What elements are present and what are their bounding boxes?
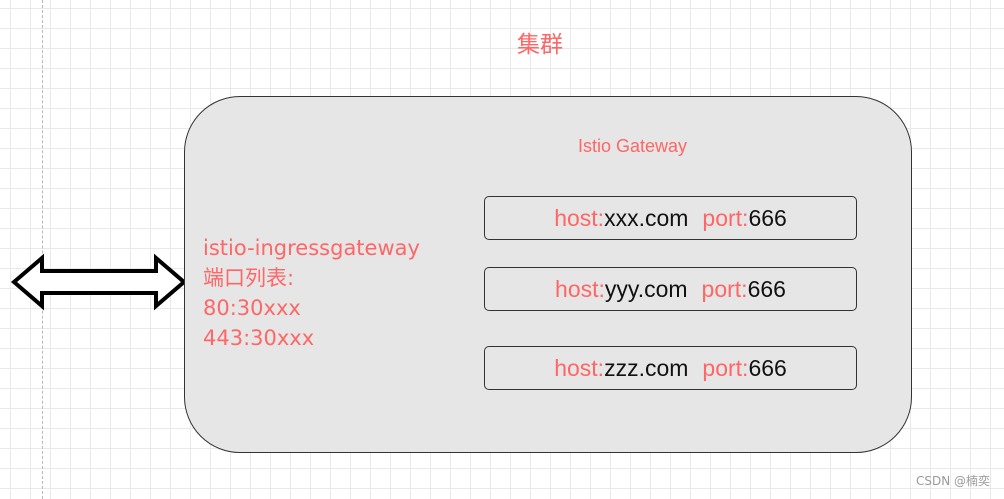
port-key: port: — [701, 275, 748, 302]
gateway-title: Istio Gateway — [577, 136, 688, 156]
double-headed-arrow-icon — [10, 253, 188, 311]
port-key: port: — [702, 204, 749, 231]
cluster-title: 集群 — [517, 32, 563, 58]
host-value: yyy.com — [604, 275, 688, 302]
port-mapping-80: 80:30xxx — [203, 296, 301, 320]
watermark: CSDN @楠奕 — [915, 474, 990, 488]
ingress-gateway-label: istio-ingressgateway 端口列表: 80:30xxx 443:… — [203, 233, 463, 353]
ports-label: 端口列表: — [203, 266, 295, 290]
port-value: 666 — [747, 275, 786, 302]
dashed-boundary-line — [42, 0, 43, 499]
port-value: 666 — [748, 204, 787, 231]
host-key: host: — [555, 275, 605, 302]
host-key: host: — [554, 204, 605, 231]
host-box-yyy: host:yyy.com port:666 — [484, 267, 857, 311]
host-value: xxx.com — [604, 204, 689, 231]
host-box-xxx: host:xxx.com port:666 — [484, 196, 857, 240]
port-value: 666 — [748, 354, 787, 381]
host-box-zzz: host:zzz.com port:666 — [484, 346, 857, 390]
ingress-name: istio-ingressgateway — [203, 236, 420, 260]
host-value: zzz.com — [604, 354, 689, 381]
port-key: port: — [702, 354, 749, 381]
host-key: host: — [554, 354, 605, 381]
port-mapping-443: 443:30xxx — [203, 326, 315, 350]
